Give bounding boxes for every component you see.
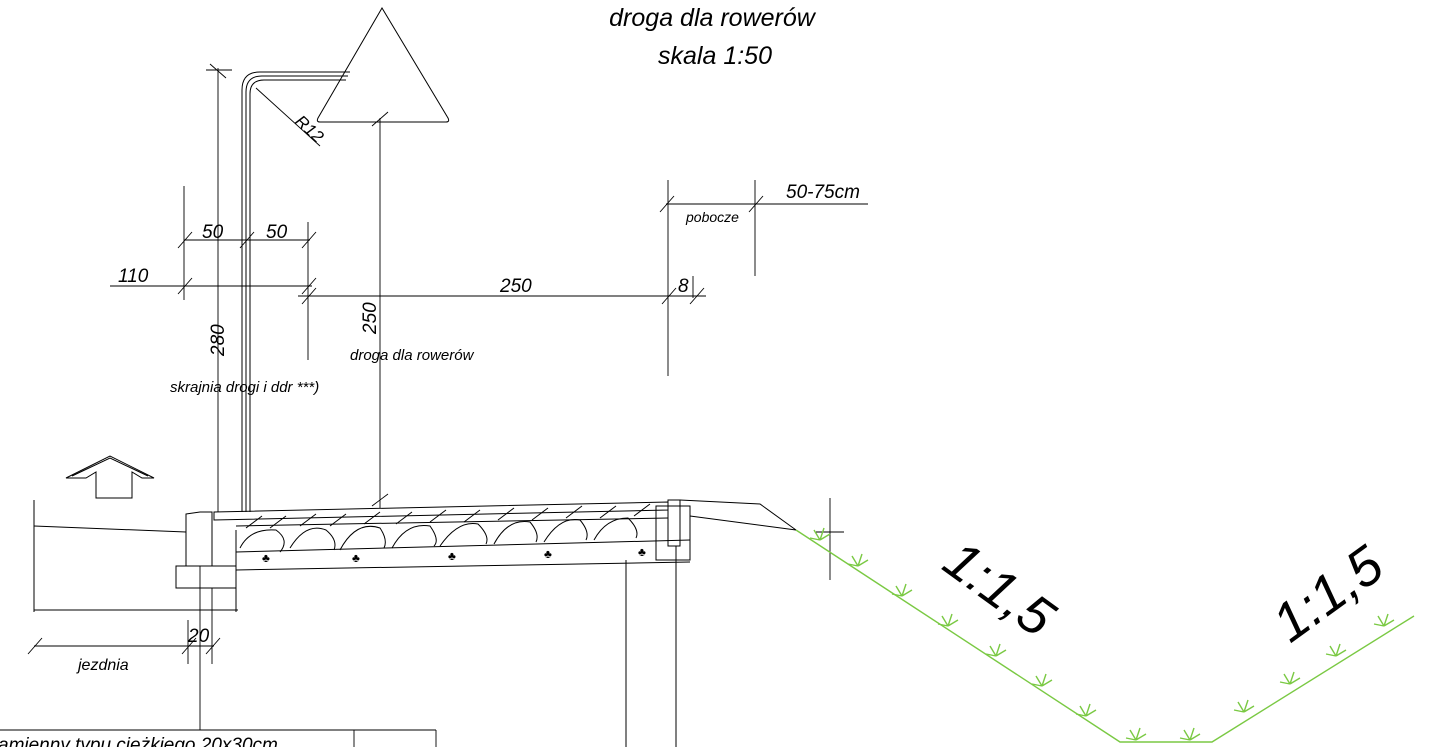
roadway bbox=[33, 500, 238, 612]
clearance-label: skrajnia drogi i ddr ***) bbox=[170, 379, 319, 396]
dim-50-right: 50 bbox=[266, 222, 288, 243]
dim-50-left: 50 bbox=[202, 222, 224, 243]
dim-250-vertical: 250 bbox=[360, 302, 381, 335]
slope-left-label: 1:1,5 bbox=[933, 529, 1066, 649]
sign-post bbox=[241, 71, 350, 512]
drawing-title: droga dla rowerów bbox=[609, 4, 817, 32]
bike-path-surface: ♣ ♣ ♣ ♣ ♣ bbox=[213, 501, 691, 571]
shoulder bbox=[679, 499, 797, 531]
svg-text:♣: ♣ bbox=[448, 549, 456, 563]
svg-text:♣: ♣ bbox=[544, 547, 552, 561]
slope-right-label: 1:1,5 bbox=[1262, 534, 1395, 654]
edge-stone bbox=[625, 499, 691, 747]
shoulder-width: 50-75cm bbox=[786, 182, 860, 203]
curb-note-box bbox=[0, 729, 437, 747]
svg-text:♣: ♣ bbox=[262, 551, 270, 565]
warning-sign-icon bbox=[316, 7, 450, 123]
svg-text:♣: ♣ bbox=[352, 551, 360, 565]
dim-20: 20 bbox=[187, 626, 210, 647]
radius-label: R12 bbox=[291, 111, 327, 146]
dim-280: 280 bbox=[208, 324, 229, 357]
svg-text:♣: ♣ bbox=[638, 545, 646, 559]
roadway-label: jezdnia bbox=[76, 657, 129, 674]
bike-path-label: droga dla rowerów bbox=[350, 347, 475, 364]
dim-250-horizontal: 250 bbox=[499, 276, 532, 297]
direction-arrow-icon bbox=[65, 455, 155, 499]
curb-note: amienny typu ciężkiego 20x30cm bbox=[0, 735, 278, 747]
shoulder-label: pobocze bbox=[685, 209, 739, 225]
curb bbox=[175, 511, 237, 612]
dim-8: 8 bbox=[678, 276, 689, 297]
drawing-scale: skala 1:50 bbox=[658, 42, 772, 70]
dim-110: 110 bbox=[118, 266, 149, 287]
ditch-slope bbox=[795, 527, 1415, 743]
